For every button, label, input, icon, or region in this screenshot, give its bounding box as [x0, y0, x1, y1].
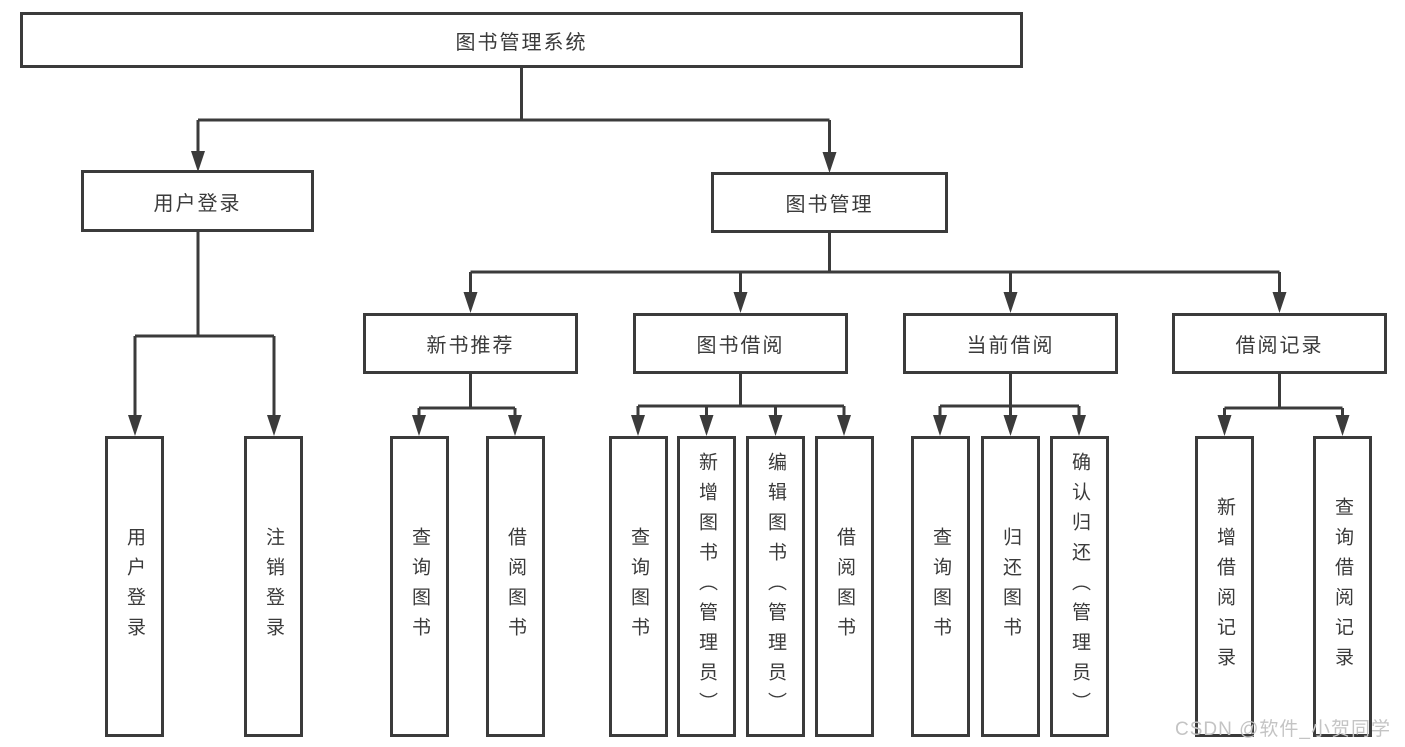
node-borrowing-records: 借阅记录 [1172, 313, 1387, 374]
leaf-label: 借阅图书 [505, 526, 526, 647]
leaf-logout: 注销登录 [244, 436, 303, 737]
leaf-current-query-books: 查询图书 [911, 436, 970, 737]
leaf-label: 注销登录 [263, 526, 284, 647]
node-book-management: 图书管理 [711, 172, 948, 233]
leaf-label: 查询图书 [409, 526, 430, 647]
node-new-book-recommendation: 新书推荐 [363, 313, 578, 374]
leaf-label: 查询图书 [628, 526, 649, 647]
leaf-label: 新增图书（管理员） [696, 451, 717, 722]
csdn-watermark: CSDN @软件_小贺同学 [1175, 719, 1391, 740]
node-current-borrowing: 当前借阅 [903, 313, 1118, 374]
node-user-login: 用户登录 [81, 170, 314, 232]
leaf-borrowing-query-books: 查询图书 [609, 436, 668, 737]
leaf-recommend-borrow-books: 借阅图书 [486, 436, 545, 737]
leaf-label: 查询借阅记录 [1332, 496, 1353, 677]
leaf-user-login: 用户登录 [105, 436, 164, 737]
leaf-label: 归还图书 [1000, 526, 1021, 647]
node-book-borrowing: 图书借阅 [633, 313, 848, 374]
leaf-borrowing-borrow-books: 借阅图书 [815, 436, 874, 737]
leaf-label: 新增借阅记录 [1214, 496, 1235, 677]
leaf-label: 查询图书 [930, 526, 951, 647]
leaf-label: 用户登录 [124, 526, 145, 647]
leaf-label: 借阅图书 [834, 526, 855, 647]
leaf-records-add-borrow-record: 新增借阅记录 [1195, 436, 1254, 737]
leaf-records-query-borrow-record: 查询借阅记录 [1313, 436, 1372, 737]
leaf-recommend-query-books: 查询图书 [390, 436, 449, 737]
node-library-management-system: 图书管理系统 [20, 12, 1023, 68]
leaf-borrowing-add-books-admin: 新增图书（管理员） [677, 436, 736, 737]
leaf-label: 编辑图书（管理员） [765, 451, 786, 722]
leaf-current-confirm-return-admin: 确认归还（管理员） [1050, 436, 1109, 737]
leaf-label: 确认归还（管理员） [1069, 451, 1090, 722]
arrowheads [128, 151, 1350, 436]
leaf-current-return-books: 归还图书 [981, 436, 1040, 737]
leaf-borrowing-edit-books-admin: 编辑图书（管理员） [746, 436, 805, 737]
